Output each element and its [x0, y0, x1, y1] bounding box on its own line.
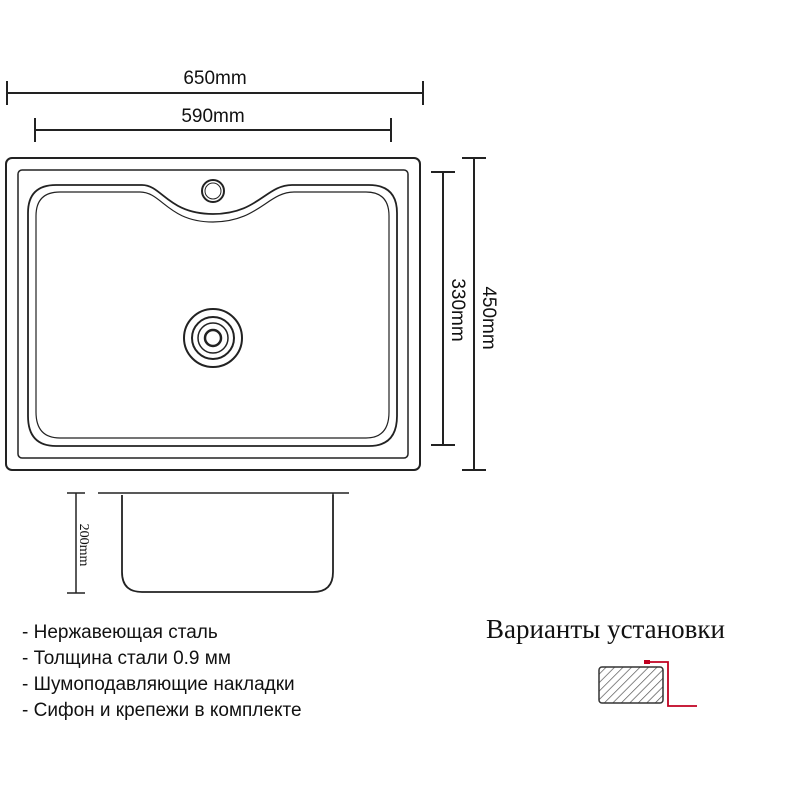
countertop-hatched [598, 666, 664, 704]
dimension-590-label: 590mm [181, 106, 244, 127]
sink-inner-rim [17, 169, 409, 459]
dimension-330-line [431, 171, 455, 446]
dimension-650-line [6, 81, 424, 105]
feature-list: - Нержавеющая сталь - Толщина стали 0.9 … [22, 620, 302, 724]
installation-variant-icon [598, 660, 697, 707]
dimension-330-label: 330mm [447, 278, 468, 341]
sink-top-view [5, 157, 421, 471]
drain-outer [183, 308, 243, 368]
dimension-590-line [34, 118, 392, 142]
feature-item: - Сифон и крепежи в комплекте [22, 700, 302, 721]
mount-bracket-stub [644, 660, 650, 664]
drain-ring [191, 316, 235, 360]
feature-item: - Нержавеющая сталь [22, 622, 218, 643]
dimension-450-line [462, 157, 486, 471]
faucet-hole [201, 179, 225, 203]
sink-side-view [98, 492, 349, 593]
sink-bowl-profile [121, 495, 334, 593]
sink-bowl-outline [27, 184, 398, 447]
dimension-650-label: 650mm [183, 68, 246, 89]
dimension-200-line [67, 492, 85, 594]
sink-bowl-inner-outline [35, 191, 390, 439]
faucet-hole-inner [204, 182, 222, 200]
sink-outer-rim [5, 157, 421, 471]
dimension-200-label: 200mm [76, 524, 91, 567]
drain-center [203, 328, 223, 348]
feature-item: - Шумоподавляющие накладки [22, 674, 295, 695]
dimension-450-label: 450mm [478, 286, 499, 349]
installation-variants-title: Варианты установки [486, 614, 725, 644]
feature-item: - Толщина стали 0.9 мм [22, 648, 231, 669]
mount-bracket-line [647, 661, 697, 707]
drain-ring-2 [197, 322, 229, 354]
